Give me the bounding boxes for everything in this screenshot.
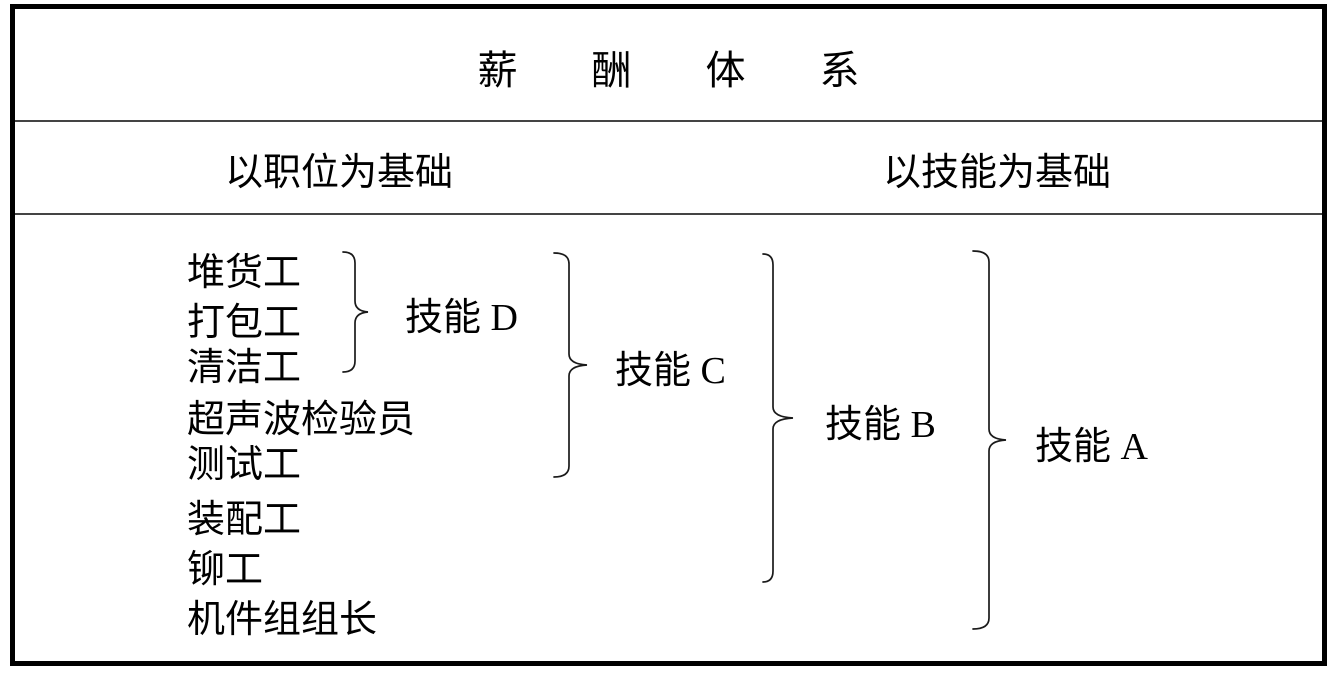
curly-brace-skill-c [553, 252, 588, 478]
position-item: 堆货工 [187, 252, 302, 294]
position-item: 机件组组长 [187, 599, 378, 641]
compensation-system-table: 薪酬体系 以职位为基础 以技能为基础 堆货工 打包工 清洁工 超声波检验员 测试… [10, 4, 1327, 666]
curly-brace-skill-a [972, 250, 1007, 630]
position-item: 装配工 [187, 499, 302, 541]
skill-d-label: 技能 D [405, 297, 518, 339]
position-item: 测试工 [187, 444, 302, 486]
position-item: 清洁工 [187, 347, 302, 389]
table-title: 薪酬体系 [477, 48, 934, 93]
column-header-position-based: 以职位为基础 [225, 152, 454, 194]
position-item: 铆工 [187, 549, 264, 591]
column-header-skill-based: 以技能为基础 [883, 152, 1112, 194]
curly-brace-skill-b [762, 253, 794, 583]
curly-brace-skill-d [342, 251, 369, 373]
header-divider-line [15, 213, 1322, 215]
title-divider-line [15, 120, 1322, 122]
skill-b-label: 技能 B [825, 404, 936, 446]
position-item: 超声波检验员 [187, 399, 416, 441]
position-item: 打包工 [187, 302, 302, 344]
skill-c-label: 技能 C [615, 350, 726, 392]
skill-a-label: 技能 A [1035, 426, 1148, 468]
